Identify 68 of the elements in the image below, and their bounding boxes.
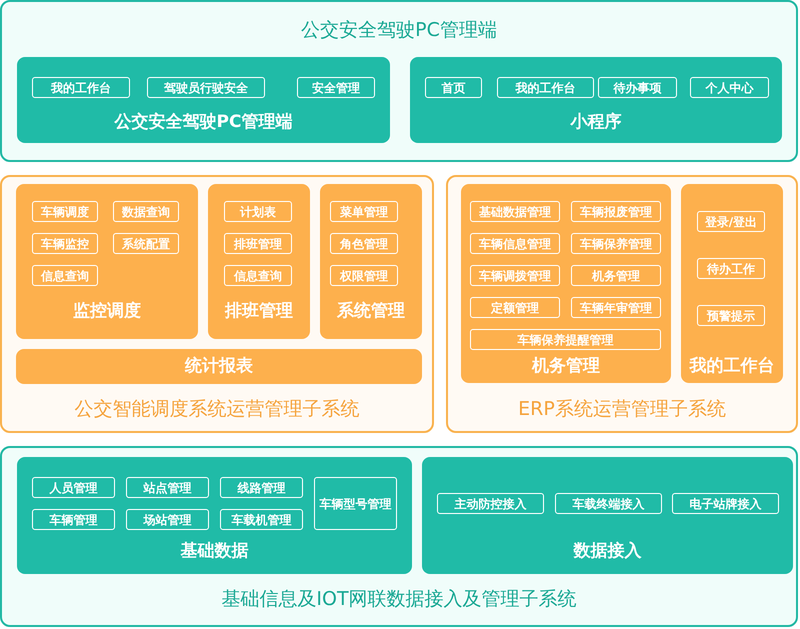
item-tag: 车辆报废管理 <box>571 201 661 222</box>
item-tag: 线路管理 <box>220 477 303 498</box>
item-tag: 角色管理 <box>330 233 398 254</box>
module-title: 排班管理 <box>224 300 294 323</box>
system-panel <box>0 175 434 433</box>
item-tag: 车辆保养提醒管理 <box>470 329 661 350</box>
system-panel <box>446 175 798 433</box>
module-box <box>17 457 412 574</box>
item-tag: 人员管理 <box>32 477 115 498</box>
module-title: 统计报表 <box>184 355 254 378</box>
module-box <box>320 184 422 339</box>
item-tag: 我的工作台 <box>32 77 130 98</box>
module-title: 公交安全驾驶PC管理端 <box>113 111 294 134</box>
item-tag: 车辆调拨管理 <box>470 265 560 286</box>
item-tag: 电子站牌接入 <box>672 493 779 514</box>
system-panel <box>0 446 798 627</box>
module-title: 系统管理 <box>336 300 406 323</box>
module-box <box>422 457 793 574</box>
item-tag: 待办工作 <box>697 258 765 279</box>
item-tag: 车辆信息管理 <box>470 233 560 254</box>
module-box <box>16 184 198 339</box>
item-tag: 车辆调度 <box>32 201 98 222</box>
item-tag: 权限管理 <box>330 265 398 286</box>
panel-title: 基础信息及IOT网联数据接入及管理子系统 <box>220 587 578 611</box>
item-tag: 菜单管理 <box>330 201 398 222</box>
module-box <box>461 184 671 383</box>
panel-title: 公交安全驾驶PC管理端 <box>300 18 498 42</box>
item-tag: 个人中心 <box>690 77 769 98</box>
item-tag: 信息查询 <box>224 265 292 286</box>
item-tag: 车辆年审管理 <box>571 297 661 318</box>
item-tag: 车载机管理 <box>220 509 303 530</box>
module-title: 监控调度 <box>72 300 142 323</box>
module-title: 小程序 <box>569 111 622 134</box>
item-tag: 车辆保养管理 <box>571 233 661 254</box>
module-box <box>681 184 783 383</box>
item-tag: 我的工作台 <box>497 77 594 98</box>
module-title: 数据接入 <box>572 540 642 563</box>
item-tag: 车辆监控 <box>32 233 98 254</box>
module-box <box>208 184 310 339</box>
item-tag: 待办事项 <box>598 77 677 98</box>
item-tag: 系统配置 <box>113 233 179 254</box>
item-tag: 车辆型号管理 <box>314 477 397 530</box>
item-tag: 车载终端接入 <box>555 493 662 514</box>
module-box <box>410 57 782 143</box>
item-tag: 车辆管理 <box>32 509 115 530</box>
module-title: 机务管理 <box>530 355 601 378</box>
item-tag: 定额管理 <box>470 297 560 318</box>
item-tag: 登录/登出 <box>697 211 765 232</box>
system-panel <box>0 0 798 162</box>
panel-title: 公交智能调度系统运营管理子系统 <box>74 397 360 421</box>
item-tag: 机务管理 <box>571 265 661 286</box>
item-tag: 安全管理 <box>297 77 375 98</box>
module-title: 我的工作台 <box>688 355 776 378</box>
module-box <box>17 57 390 143</box>
item-tag: 预警提示 <box>697 305 765 326</box>
item-tag: 首页 <box>425 77 482 98</box>
item-tag: 场站管理 <box>126 509 209 530</box>
panel-title: ERP系统运营管理子系统 <box>517 397 727 421</box>
item-tag: 站点管理 <box>126 477 209 498</box>
module-title: 基础数据 <box>180 540 250 563</box>
module-box <box>16 349 422 384</box>
item-tag: 信息查询 <box>32 265 98 286</box>
item-tag: 主动防控接入 <box>437 493 544 514</box>
item-tag: 数据查询 <box>113 201 179 222</box>
item-tag: 计划表 <box>224 201 292 222</box>
item-tag: 基础数据管理 <box>470 201 560 222</box>
item-tag: 排班管理 <box>224 233 292 254</box>
item-tag: 驾驶员行驶安全 <box>147 77 265 98</box>
